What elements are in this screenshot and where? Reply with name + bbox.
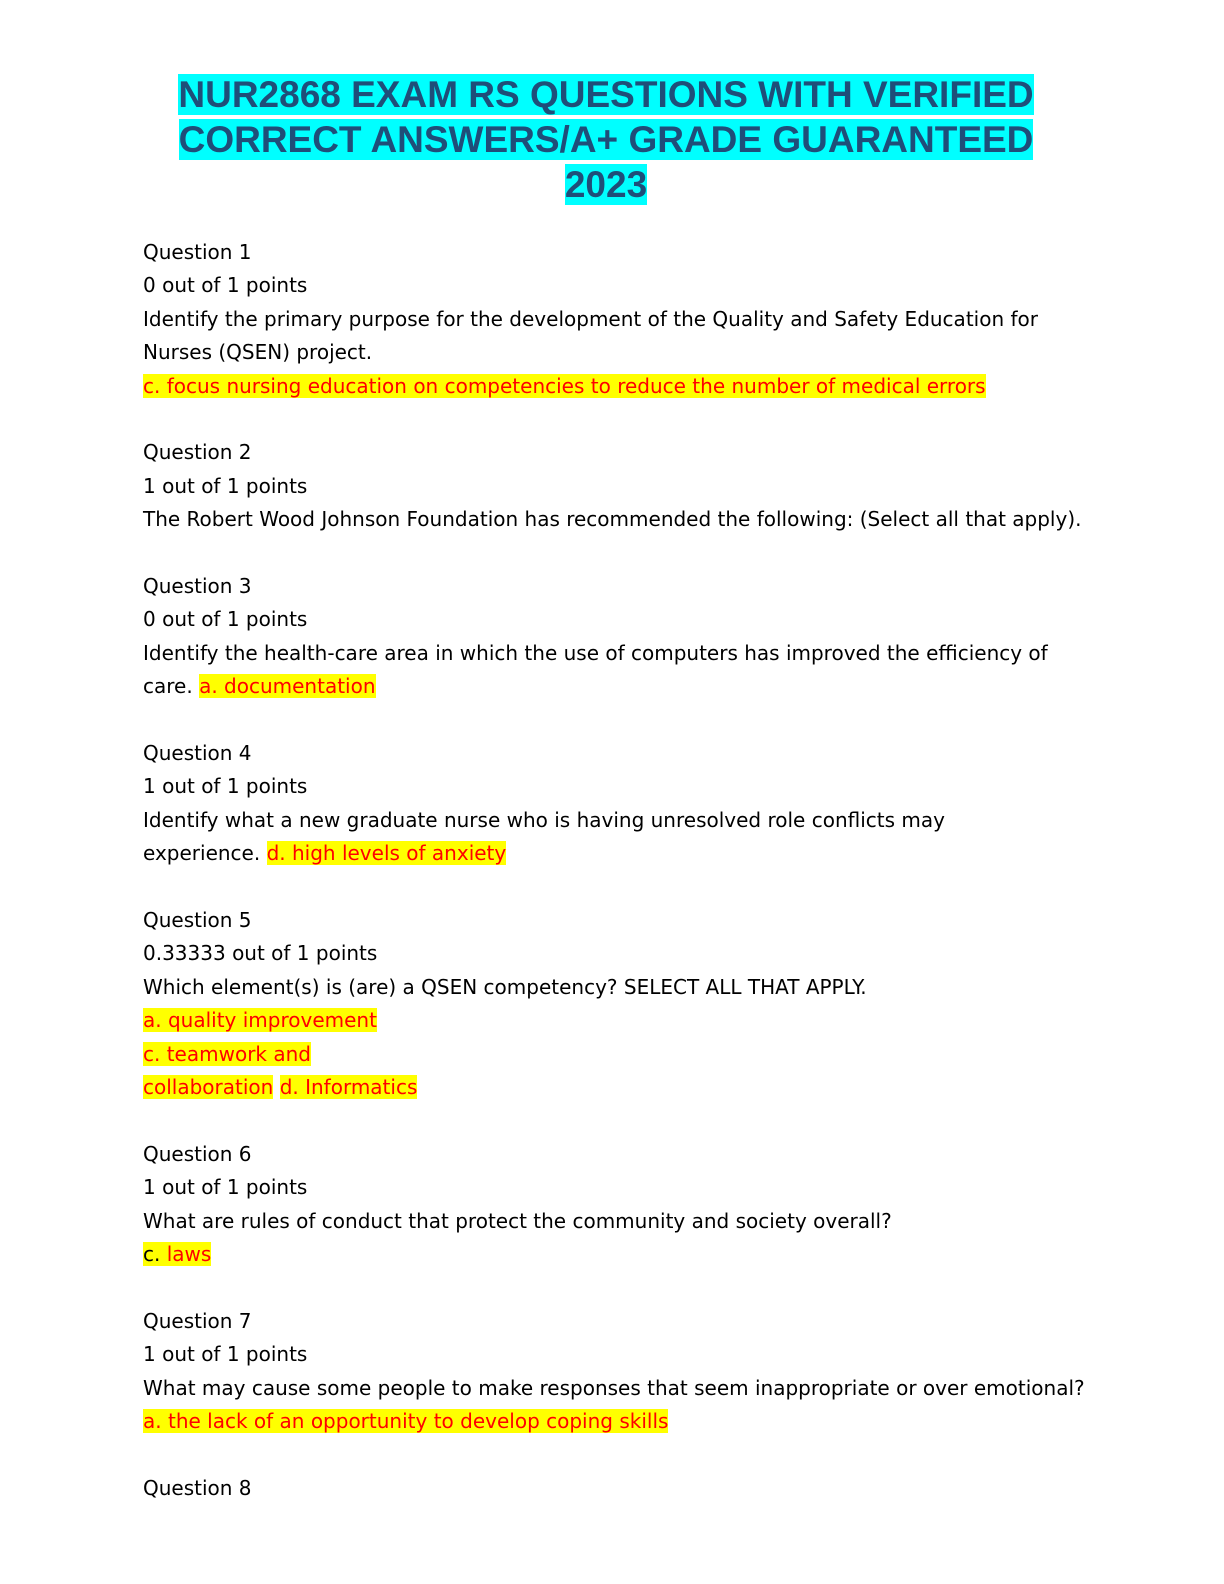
question-8: Question 8 (143, 1472, 1083, 1505)
question-points: 1 out of 1 points (143, 1342, 308, 1367)
question-1: Question 1 0 out of 1 points Identify th… (143, 236, 1083, 403)
question-points: 0 out of 1 points (143, 607, 308, 632)
document-title: NUR2868 EXAM RS QUESTIONS WITH VERIFIED … (140, 72, 1072, 207)
question-list: Question 1 0 out of 1 points Identify th… (143, 236, 1085, 1539)
question-answer: d. high levels of anxiety (266, 841, 507, 866)
question-2: Question 2 1 out of 1 points The Robert … (143, 436, 1083, 536)
question-points: 0 out of 1 points (143, 273, 308, 298)
question-label: Question 8 (143, 1475, 252, 1500)
question-text-continued: care. (143, 674, 193, 699)
title-line-1: NUR2868 EXAM RS QUESTIONS WITH VERIFIED (178, 74, 1034, 115)
question-text: Identify the primary purpose for the dev… (143, 306, 1038, 331)
question-points: 1 out of 1 points (143, 1175, 308, 1200)
question-4: Question 4 1 out of 1 points Identify wh… (143, 737, 1083, 871)
question-points: 1 out of 1 points (143, 774, 308, 799)
question-text-continued: Nurses (QSEN) project. (143, 340, 373, 365)
question-text: Identify what a new graduate nurse who i… (143, 807, 945, 832)
question-answer-a: a. quality improvement (143, 1008, 377, 1033)
question-3: Question 3 0 out of 1 points Identify th… (143, 570, 1083, 704)
question-answer-d: d. Informatics (279, 1075, 418, 1100)
question-answer-c-continued: collaboration (143, 1075, 274, 1100)
title-line-2: CORRECT ANSWERS/A+ GRADE GUARANTEED (178, 119, 1034, 160)
question-label: Question 3 (143, 574, 252, 599)
question-points: 1 out of 1 points (143, 473, 308, 498)
question-text: The Robert Wood Johnson Foundation has r… (143, 507, 1082, 532)
question-label: Question 5 (143, 908, 252, 933)
question-answer-prefix: c. (143, 1242, 161, 1267)
question-points: 0.33333 out of 1 points (143, 941, 378, 966)
question-label: Question 4 (143, 741, 252, 766)
question-text-continued: experience. (143, 841, 261, 866)
question-label: Question 1 (143, 240, 252, 264)
question-answer: a. the lack of an opportunity to develop… (143, 1409, 669, 1434)
title-line-3: 2023 (564, 164, 648, 205)
question-label: Question 6 (143, 1141, 252, 1166)
question-6: Question 6 1 out of 1 points What are ru… (143, 1138, 1083, 1272)
question-text: Identify the health-care area in which t… (143, 640, 1048, 665)
question-answer: laws (166, 1242, 212, 1267)
question-answer: c. focus nursing education on competenci… (143, 373, 986, 398)
question-7: Question 7 1 out of 1 points What may ca… (143, 1305, 1085, 1439)
question-text: Which element(s) is (are) a QSEN compete… (143, 974, 867, 999)
question-label: Question 2 (143, 440, 252, 465)
question-label: Question 7 (143, 1308, 252, 1333)
question-text: What may cause some people to make respo… (143, 1375, 1085, 1400)
question-5: Question 5 0.33333 out of 1 points Which… (143, 904, 1083, 1104)
question-text: What are rules of conduct that protect t… (143, 1208, 892, 1233)
question-answer: a. documentation (199, 674, 376, 699)
question-answer-c: c. teamwork and (143, 1041, 311, 1066)
